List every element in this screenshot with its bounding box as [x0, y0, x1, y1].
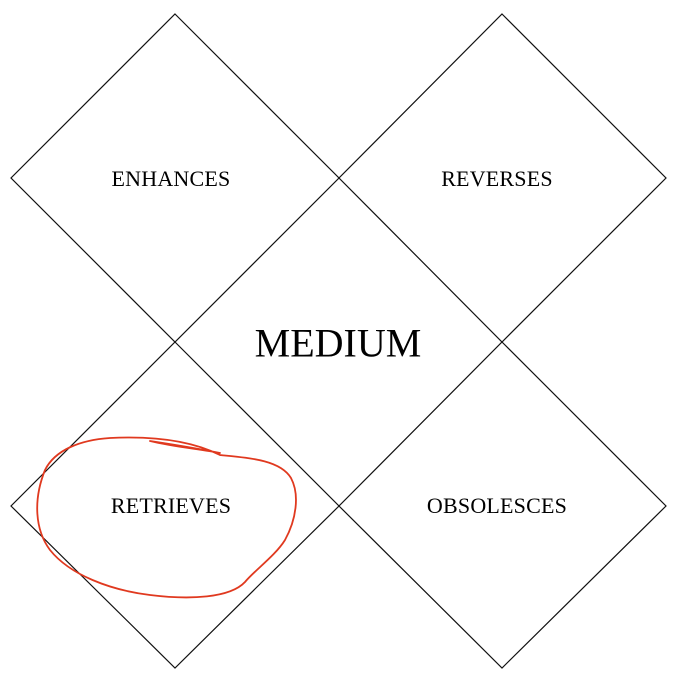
- retrieves-diamond: [10, 341, 340, 669]
- reverses-label: REVERSES: [441, 166, 553, 191]
- retrieves-highlight-circle: [36, 436, 297, 599]
- medium-label: MEDIUM: [254, 320, 422, 366]
- obsolesces-diamond: [338, 341, 667, 669]
- retrieves-label: RETRIEVES: [110, 493, 232, 518]
- obsolesces-label: OBSOLESCES: [426, 493, 568, 518]
- enhances-label: ENHANCES: [111, 166, 231, 191]
